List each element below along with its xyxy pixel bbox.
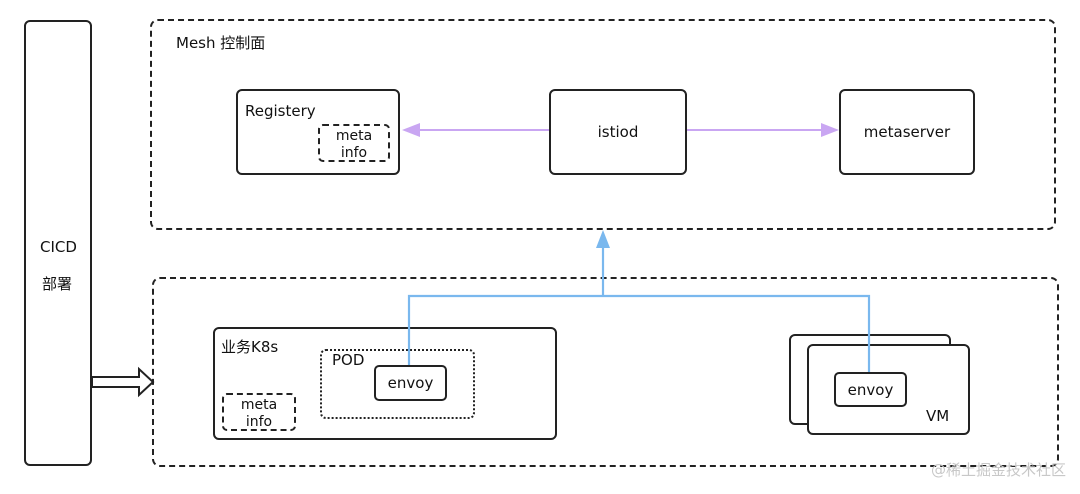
istiod-label: istiod (597, 123, 639, 141)
istiod-up-arrowhead (596, 230, 610, 248)
control-plane-title: Mesh 控制面 (176, 34, 266, 52)
istiod-box: istiod (549, 89, 687, 175)
cicd-label: CICD (40, 238, 77, 256)
pod-title: POD (332, 351, 365, 369)
k8s-meta-line2: info (245, 414, 273, 430)
pod-envoy-box: envoy (374, 365, 447, 401)
mesh-control-plane: Mesh 控制面 (150, 19, 1056, 230)
k8s-title: 业务K8s (221, 338, 279, 356)
registry-meta-line2: info (340, 145, 368, 161)
cicd-deploy-arrow (91, 366, 155, 398)
k8s-meta-line1: meta (240, 397, 278, 413)
metaserver-arrowhead (821, 123, 839, 137)
data-plane-region (152, 277, 1059, 467)
registry-arrowhead (402, 123, 420, 137)
vm-envoy-label: envoy (847, 380, 894, 399)
registry-meta-info: meta info (318, 124, 390, 162)
registry-title: Registery (245, 102, 316, 120)
pod-envoy-label: envoy (387, 374, 434, 392)
pod-envoy-to-istiod-line (407, 294, 871, 372)
metaserver-box: metaserver (839, 89, 975, 175)
registry-meta-line1: meta (335, 128, 373, 144)
cicd-deploy-label: 部署 (42, 275, 73, 293)
metaserver-label: metaserver (863, 123, 951, 141)
vm-envoy-box: envoy (834, 372, 907, 407)
cicd-box: CICD 部署 (24, 20, 92, 466)
vm-label: VM (926, 407, 950, 425)
k8s-meta-info: meta info (222, 393, 296, 431)
watermark: @稀土掘金技术社区 (930, 461, 1066, 479)
pod-box: POD (320, 349, 475, 419)
